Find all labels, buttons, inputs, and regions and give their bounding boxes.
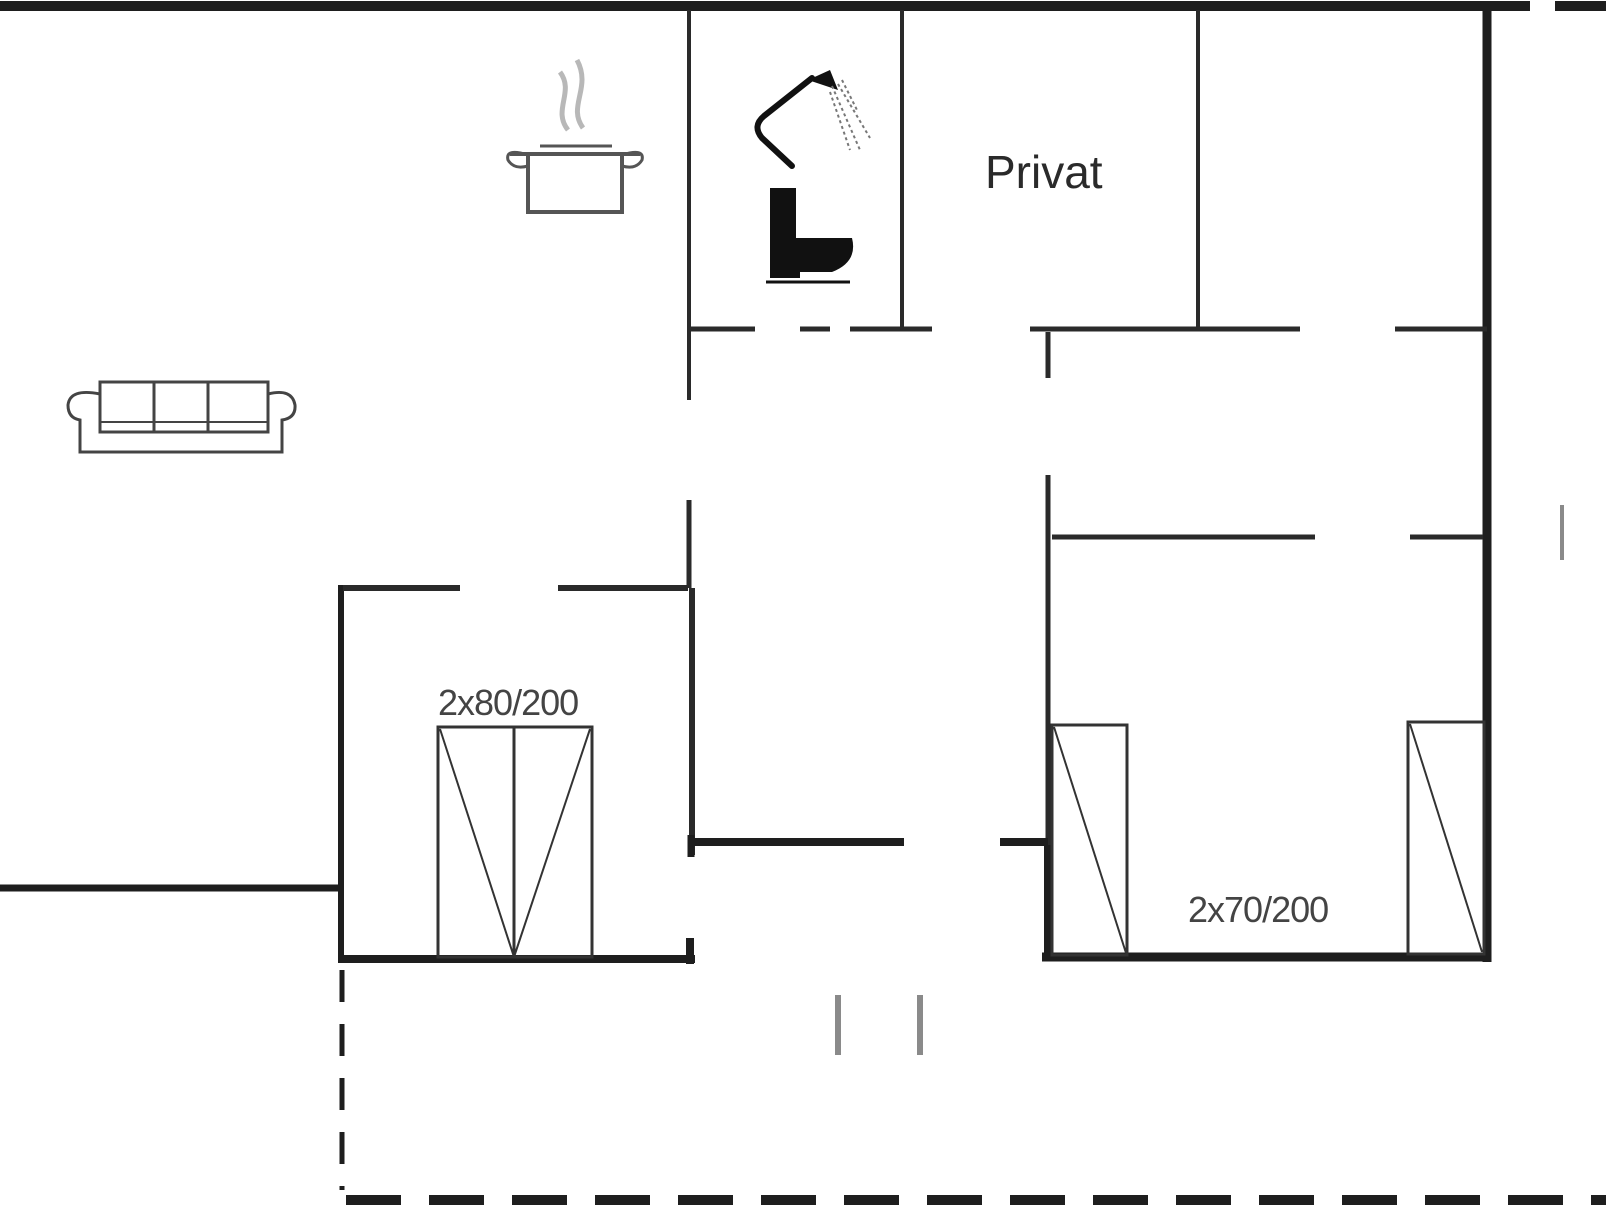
bed-2x80-200 bbox=[436, 725, 594, 959]
room-label-private: Privat bbox=[985, 146, 1103, 198]
bed-label-2x80-200: 2x80/200 bbox=[438, 682, 578, 723]
cooking-pot-icon bbox=[506, 58, 644, 214]
bed-2x70-200-right bbox=[1406, 720, 1486, 956]
shower-icon bbox=[754, 70, 871, 169]
interior-walls bbox=[343, 10, 1564, 1055]
toilet-icon bbox=[766, 188, 854, 284]
sofa-icon bbox=[66, 380, 297, 454]
bed-2x70-200-left bbox=[1050, 723, 1129, 957]
bed-label-2x70-200: 2x70/200 bbox=[1188, 889, 1328, 930]
